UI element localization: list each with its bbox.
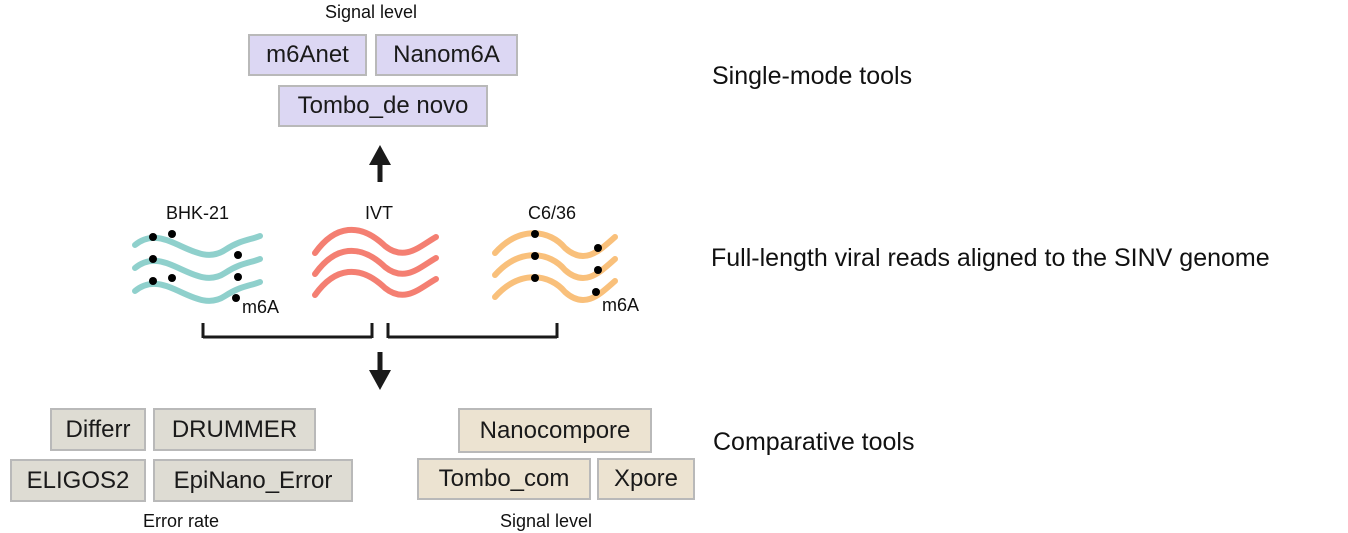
m6a-site-dot [168,230,176,238]
m6a-sites-bhk21 [149,230,242,302]
m6a-label-c636: m6A [602,295,640,315]
m6a-site-dot [594,244,602,252]
single-mode-side-label: Single-mode tools [712,62,913,90]
tool-box-xpore: Xpore [597,458,695,500]
group-label-ivt: IVT [365,203,394,223]
grouping-bracket [201,323,559,339]
tool-box-tombo-com: Tombo_com [417,458,591,500]
read-strand [132,256,263,281]
read-strand [132,279,263,304]
read-strand [312,227,439,256]
m6a-site-dot [234,273,242,281]
arrow-up-icon [369,145,391,182]
read-strand [132,233,263,258]
m6a-site-dot [531,274,539,282]
error-rate-caption: Error rate [143,511,220,531]
single-mode-header: Signal level [325,2,418,22]
m6a-site-dot [592,288,600,296]
m6a-site-dot [149,277,157,285]
m6a-label-bhk21: m6A [242,297,280,317]
m6a-site-dot [531,252,539,260]
m6a-site-dot [232,294,240,302]
m6a-site-dot [168,274,176,282]
tool-box-eligos2: ELIGOS2 [10,459,146,502]
read-group-ivt [312,227,439,298]
tool-box-nanocompore: Nanocompore [458,408,652,453]
group-label-c636: C6/36 [528,203,577,223]
tool-box-tombo-de-novo: Tombo_de novo [278,85,488,127]
comparative-side-label: Comparative tools [713,428,915,456]
read-group-bhk21 [132,233,263,304]
m6a-site-dot [594,266,602,274]
reads-side-label: Full-length viral reads aligned to the S… [711,244,1270,272]
arrow-down-icon [369,352,391,390]
signal-level-caption: Signal level [500,511,593,531]
group-label-bhk21: BHK-21 [166,203,230,223]
tool-box-differr: Differr [50,408,146,451]
m6a-sites-c636 [531,230,602,296]
m6a-site-dot [149,255,157,263]
m6a-site-dot [531,230,539,238]
m6a-site-dot [149,233,157,241]
tool-box-nanom6a: Nanom6A [375,34,518,76]
tool-box-epinano-error: EpiNano_Error [153,459,353,502]
tool-box-m6anet: m6Anet [248,34,367,76]
m6a-site-dot [234,251,242,259]
read-strand [312,269,439,298]
read-strand [312,248,439,277]
read-strand [492,274,618,304]
tool-box-drummer: DRUMMER [153,408,316,451]
